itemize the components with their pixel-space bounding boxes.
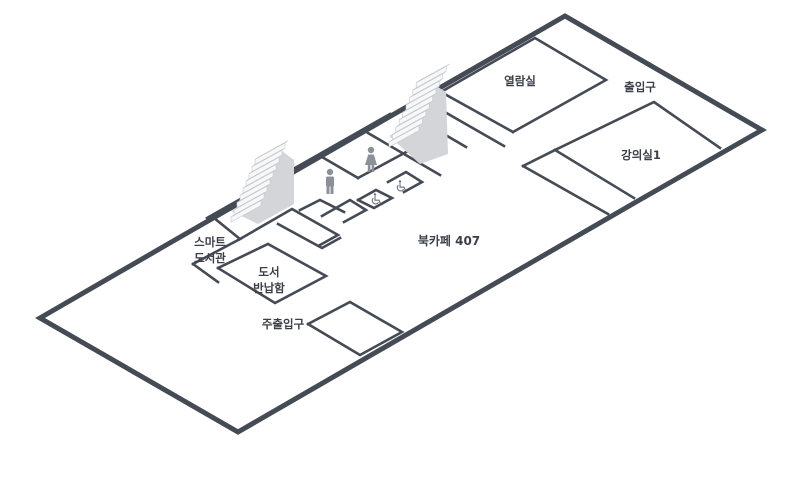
book-cafe-label[interactable]: 북카페 407 xyxy=(418,233,480,248)
building-outline xyxy=(34,13,768,435)
stair-tread xyxy=(416,63,450,84)
male-restroom-icon xyxy=(326,168,334,194)
book-return-label-line1[interactable]: 도서 xyxy=(258,265,279,279)
smart-library-label-line2[interactable]: 도서관 xyxy=(194,251,226,265)
stairs-icon xyxy=(388,63,450,164)
stairs-icon xyxy=(230,140,294,224)
reading-room-label[interactable]: 열람실 xyxy=(504,74,536,88)
entrance-label[interactable]: 출입구 xyxy=(624,80,656,94)
main-entrance-label[interactable]: 주출입구 xyxy=(262,317,305,331)
smart-library-label-line1[interactable]: 스마트 xyxy=(194,235,226,249)
wheelchair-icon xyxy=(396,180,406,192)
stair-tread xyxy=(254,140,289,160)
wheelchair-icon xyxy=(371,193,381,205)
female-restroom-icon xyxy=(365,146,377,172)
lecture-room-label[interactable]: 강의실1 xyxy=(621,148,661,162)
book-return-label-line2[interactable]: 반납함 xyxy=(253,281,285,295)
